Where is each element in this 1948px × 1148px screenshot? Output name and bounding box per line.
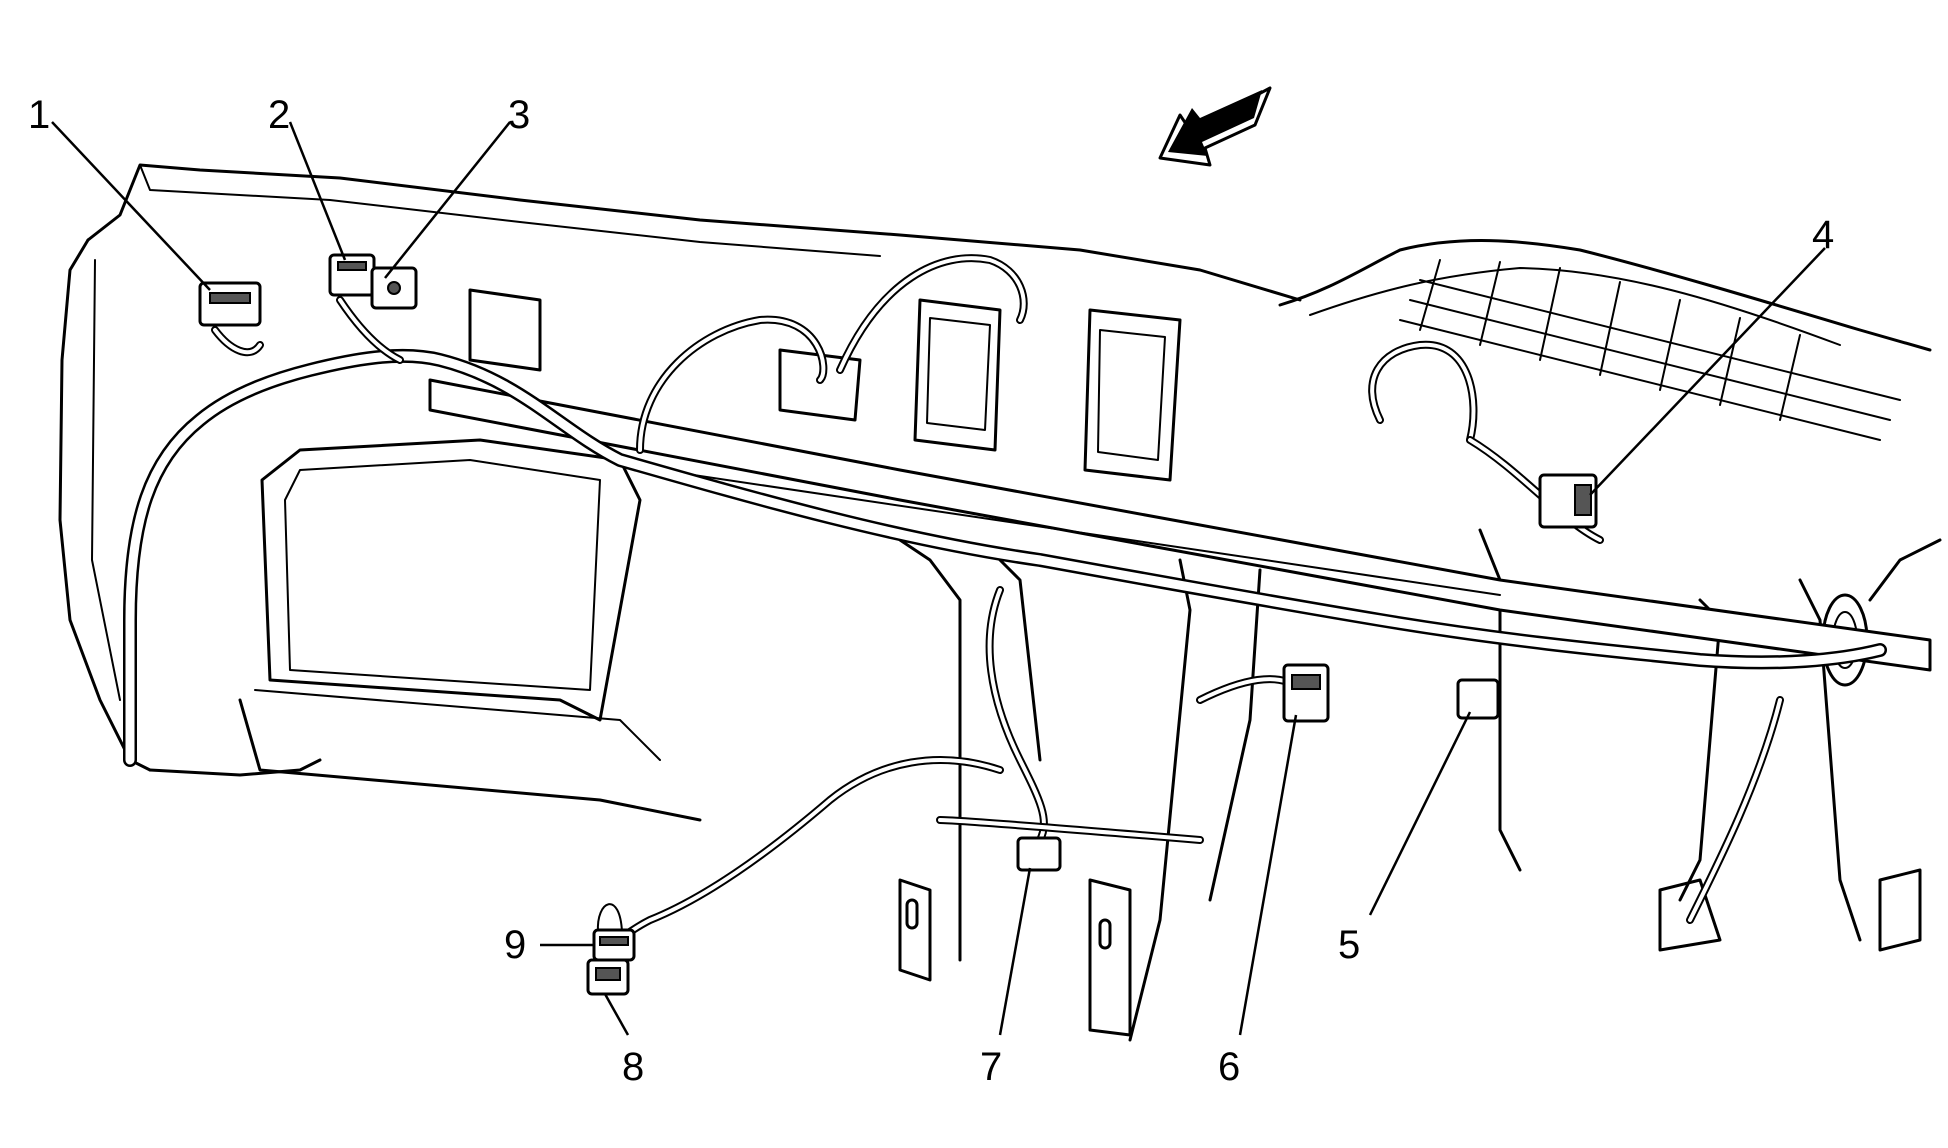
connector-1 <box>198 281 262 327</box>
connector-6 <box>1282 663 1330 723</box>
callout-4: 4 <box>1812 213 1834 257</box>
callout-3: 3 <box>508 93 530 137</box>
callout-9: 9 <box>504 923 526 967</box>
dome-grille <box>1399 259 1901 441</box>
callout-8: 8 <box>622 1045 644 1089</box>
callout-1: 1 <box>28 93 50 137</box>
connector-9 <box>592 903 636 962</box>
connector-2 <box>328 253 376 297</box>
leader-3 <box>384 121 511 279</box>
connector-3 <box>370 266 418 310</box>
leader-1 <box>51 121 211 291</box>
leader-8 <box>603 993 630 1036</box>
callout-7: 7 <box>980 1045 1002 1089</box>
callout-labels: 1 2 3 4 5 6 7 8 9 <box>28 93 1834 1089</box>
leader-6 <box>1238 714 1298 1036</box>
leader-5 <box>1368 711 1472 916</box>
instrument-panel-wiring-harness <box>123 254 1887 949</box>
leader-7 <box>998 867 1032 1036</box>
leader-2 <box>288 121 347 261</box>
callout-6: 6 <box>1218 1045 1240 1089</box>
connector-7 <box>1016 836 1062 872</box>
connector-8 <box>586 958 630 996</box>
connector-4 <box>1538 473 1598 529</box>
callout-5: 5 <box>1338 923 1360 967</box>
leader-4 <box>1589 247 1826 496</box>
leader-lines <box>51 121 1826 1036</box>
forward-direction-arrow-icon <box>1158 86 1272 167</box>
callout-2: 2 <box>268 93 290 137</box>
connector-5 <box>1456 678 1500 720</box>
